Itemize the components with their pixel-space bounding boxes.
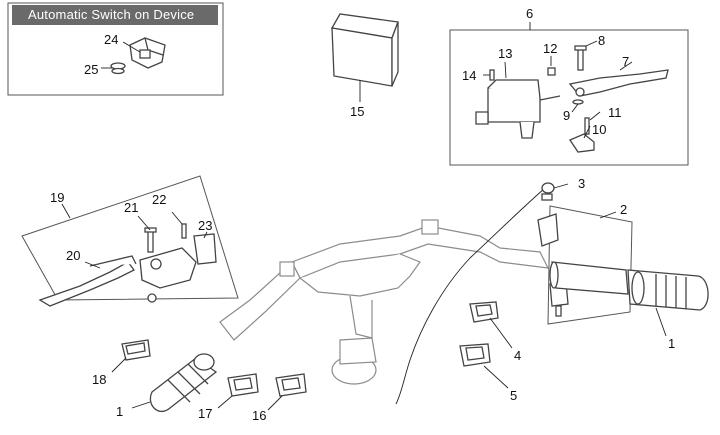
callout-15: 15 [350, 104, 364, 119]
part-16-switch[interactable] [275, 373, 307, 397]
callout-1-left: 1 [116, 404, 123, 419]
callout-23: 23 [198, 218, 212, 233]
callout-11: 11 [608, 105, 622, 120]
callout-6: 6 [526, 6, 533, 21]
callout-22: 22 [152, 192, 166, 207]
callout-18: 18 [92, 372, 106, 387]
part-9-washer[interactable] [572, 99, 584, 105]
callout-13: 13 [498, 46, 512, 61]
part-15-booklet[interactable] [330, 13, 399, 87]
part-22-screw[interactable] [181, 223, 187, 239]
part-18-switch[interactable] [121, 339, 151, 361]
callout-24: 24 [104, 32, 118, 47]
handlebar [219, 219, 550, 385]
part-1-right-grip[interactable] [549, 261, 709, 311]
callout-5: 5 [510, 388, 517, 403]
callout-3: 3 [578, 176, 585, 191]
part-3-cable-adjuster[interactable] [541, 182, 555, 201]
inset-title: Automatic Switch on Device [12, 5, 218, 25]
callout-14: 14 [462, 68, 476, 83]
callout-8: 8 [598, 33, 605, 48]
callout-9: 9 [563, 108, 570, 123]
callout-10: 10 [592, 122, 606, 137]
callout-7: 7 [622, 54, 629, 69]
callout-20: 20 [66, 248, 80, 263]
group-19-box [21, 175, 239, 301]
part-10-switch[interactable] [569, 133, 595, 153]
throttle-cable[interactable] [395, 187, 546, 405]
part-4-switch[interactable] [469, 301, 499, 323]
part-25-screw-washer[interactable] [110, 62, 126, 75]
callout-17: 17 [198, 406, 212, 421]
part-11-screw[interactable] [584, 117, 590, 135]
callout-12: 12 [543, 41, 557, 56]
callout-4: 4 [514, 348, 521, 363]
part-8-bolt[interactable] [574, 45, 587, 71]
part-5-switch[interactable] [459, 343, 491, 367]
callout-16: 16 [252, 408, 266, 423]
part-20-clutch-lever[interactable] [38, 255, 137, 307]
callout-1-right: 1 [668, 336, 675, 351]
part-7-brake-lever[interactable] [568, 69, 669, 97]
part-23-switch[interactable] [193, 233, 217, 265]
part-1-left-grip[interactable] [149, 353, 218, 413]
callout-2: 2 [620, 202, 627, 217]
lever-mount-bracket[interactable] [139, 247, 197, 303]
inset-box [7, 2, 224, 96]
callout-25: 25 [84, 62, 98, 77]
part-21-bolt[interactable] [144, 227, 157, 253]
part-24-switch-device[interactable] [129, 37, 166, 69]
part-14-screw[interactable] [489, 69, 495, 81]
callout-19: 19 [50, 190, 64, 205]
part-12-nut[interactable] [547, 67, 556, 76]
part-17-switch[interactable] [227, 373, 259, 397]
part-13-master-cylinder[interactable] [475, 79, 561, 139]
callout-21: 21 [124, 200, 138, 215]
group-6-box [449, 29, 689, 166]
